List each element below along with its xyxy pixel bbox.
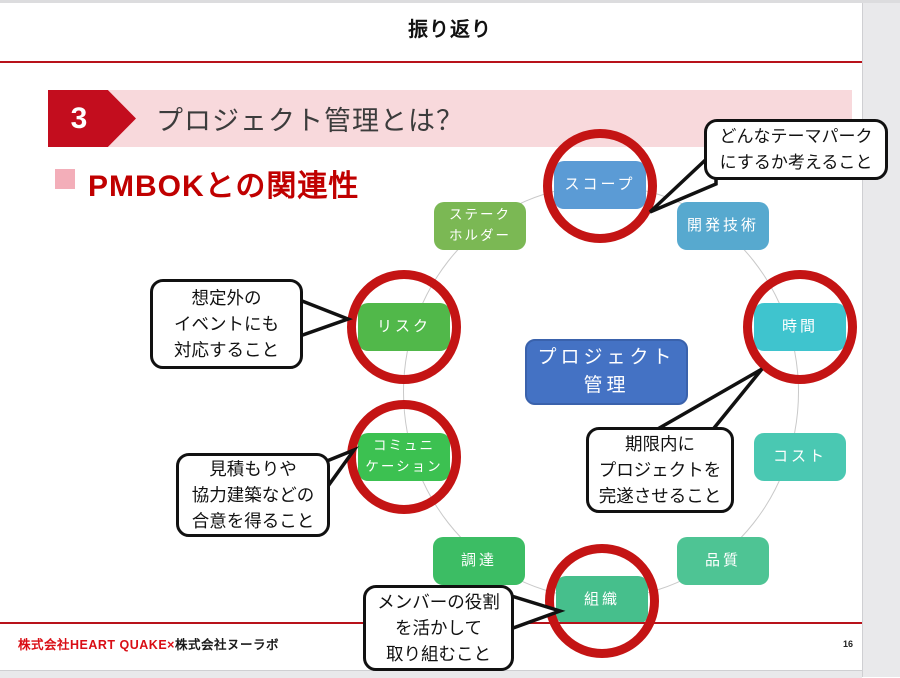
- highlight-circle-communication: [347, 400, 461, 514]
- slide-header-title: 振り返り: [408, 19, 492, 41]
- bubble-tail-risk: [295, 296, 354, 340]
- speech-bubble-communication: 見積もりや 協力建築などの 合意を得ること: [176, 453, 330, 537]
- bubble-line: どんなテーマパーク: [719, 127, 873, 146]
- bubble-line: 見積もりや: [209, 458, 297, 479]
- highlight-circle-scope: [543, 129, 657, 243]
- bubble-line: 合意を得ること: [191, 511, 315, 532]
- node-label: 品質: [704, 552, 741, 570]
- window-top-edge: [0, 0, 900, 3]
- node-stakeholder: ステーク ホルダー: [434, 202, 526, 250]
- highlight-circle-risk: [347, 270, 461, 384]
- bubble-line: 協力建築などの: [191, 484, 315, 505]
- bubble-line: 取り組むこと: [386, 644, 491, 665]
- page-number: 16: [843, 639, 854, 649]
- bubble-line: メンバーの役割: [377, 591, 500, 612]
- footer-company-black: 株式会社ヌーラボ: [174, 638, 279, 652]
- node-quality: 品質: [677, 537, 769, 585]
- speech-bubble-time: 期限内に プロジェクトを 完遂させること: [586, 427, 734, 513]
- heading-bullet-icon: [55, 169, 75, 189]
- section-number: 3: [70, 101, 88, 135]
- pmbok-heading: PMBOKとの関連性: [88, 170, 360, 203]
- center-node-project-management: プロジェクト 管理: [525, 339, 688, 405]
- bubble-line: 完遂させること: [598, 486, 722, 507]
- node-cost: コスト: [754, 433, 846, 481]
- bubble-line: 想定外の: [191, 287, 262, 308]
- bubble-line: を活かして: [395, 617, 482, 638]
- footer-credit: 株式会社HEART QUAKE×株式会社ヌーラボ: [18, 634, 279, 653]
- bubble-line: イベントにも: [174, 313, 279, 334]
- page-right-margin: [862, 3, 900, 677]
- node-procurement: 調達: [433, 537, 525, 585]
- node-label: ステーク: [449, 207, 511, 223]
- bubble-line: にするか考えること: [719, 152, 873, 172]
- speech-bubble-organization: メンバーの役割 を活かして 取り組むこと: [363, 585, 514, 671]
- node-dev-tech: 開発技術: [677, 202, 769, 250]
- center-node-label: プロジェクト: [537, 346, 676, 368]
- highlight-circle-time: [743, 270, 857, 384]
- bubble-line: 対応すること: [174, 340, 279, 361]
- node-label: 開発技術: [686, 217, 759, 235]
- bubble-line: プロジェクトを: [598, 459, 722, 480]
- speech-bubble-scope: どんなテーマパーク にするか考えること: [704, 119, 888, 180]
- speech-bubble-risk: 想定外の イベントにも 対応すること: [150, 279, 303, 369]
- footer-company-red: 株式会社HEART QUAKE×: [18, 638, 175, 652]
- section-title: プロジェクト管理とは？: [156, 106, 464, 136]
- center-node-label: 管理: [583, 375, 630, 396]
- node-label: ホルダー: [449, 228, 511, 243]
- header-divider-line: [0, 61, 862, 63]
- highlight-circle-organization: [545, 544, 659, 658]
- bubble-line: 期限内に: [625, 433, 695, 454]
- node-label: 調達: [460, 552, 497, 570]
- node-label: コスト: [772, 448, 827, 466]
